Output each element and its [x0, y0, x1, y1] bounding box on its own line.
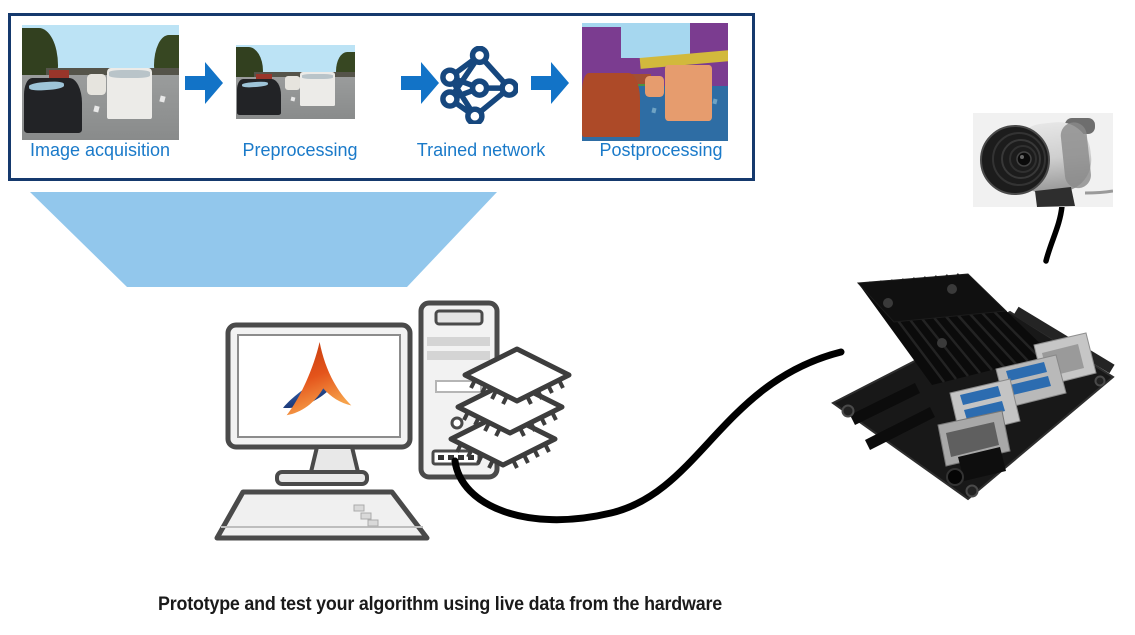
- usb-cable-webcam: [1043, 203, 1065, 264]
- right-block-arrow-icon: [531, 62, 569, 104]
- white-car: [87, 73, 106, 95]
- black-car: [23, 77, 82, 134]
- lane-marking: [290, 96, 295, 101]
- black-car: [237, 79, 282, 115]
- preprocessing-photo: [236, 45, 355, 119]
- car-segment: [582, 72, 641, 138]
- mounting-hole: [1094, 375, 1106, 387]
- monitor-icon: [225, 322, 413, 486]
- webcam-mount: [1035, 187, 1075, 207]
- truck-segment: [665, 65, 712, 121]
- usb-webcam-photo: [973, 113, 1114, 207]
- webcam-lens: [980, 125, 1050, 195]
- stage-label-image-acquisition: Image acquisition: [29, 140, 171, 160]
- right-block-arrow-icon: [185, 62, 223, 104]
- white-pickup: [106, 67, 153, 120]
- stage-label-postprocessing: Postprocessing: [599, 140, 723, 160]
- right-block-arrow-icon: [401, 62, 439, 104]
- funnel-polygon: [30, 192, 497, 287]
- white-car: [285, 76, 300, 90]
- power-button-icon: [450, 416, 464, 430]
- image-acquisition-photo: [22, 25, 179, 140]
- usb-webcam-icon: [980, 118, 1114, 207]
- building-segment: [625, 73, 651, 85]
- funnel-shape: [30, 192, 497, 287]
- matlab-logo-icon: [283, 342, 352, 416]
- diagram-caption: Prototype and test your algorithm using …: [157, 594, 722, 615]
- neural-network-icon: [440, 46, 518, 124]
- keyboard-icon: [214, 489, 430, 541]
- car-segment: [644, 76, 664, 98]
- postprocessing-segmented-image: [582, 23, 728, 141]
- monitor-base: [275, 470, 369, 486]
- webcam-rear-cable: [1084, 189, 1114, 195]
- white-pickup: [300, 72, 335, 106]
- heatsink: [856, 273, 1052, 385]
- monitor-stand: [308, 445, 361, 474]
- mounting-hole: [965, 484, 979, 498]
- stage-label-preprocessing: Preprocessing: [242, 140, 358, 160]
- stage-label-trained-network: Trained network: [416, 140, 546, 160]
- power-jack: [946, 468, 964, 486]
- workflow-pipeline-box: Image acquisition Preprocessing Trained …: [8, 13, 755, 181]
- embedded-developer-board: [831, 273, 1115, 501]
- mounting-hole: [841, 404, 855, 418]
- desktop-workstation: [214, 300, 572, 541]
- board-connectors: [850, 383, 1006, 481]
